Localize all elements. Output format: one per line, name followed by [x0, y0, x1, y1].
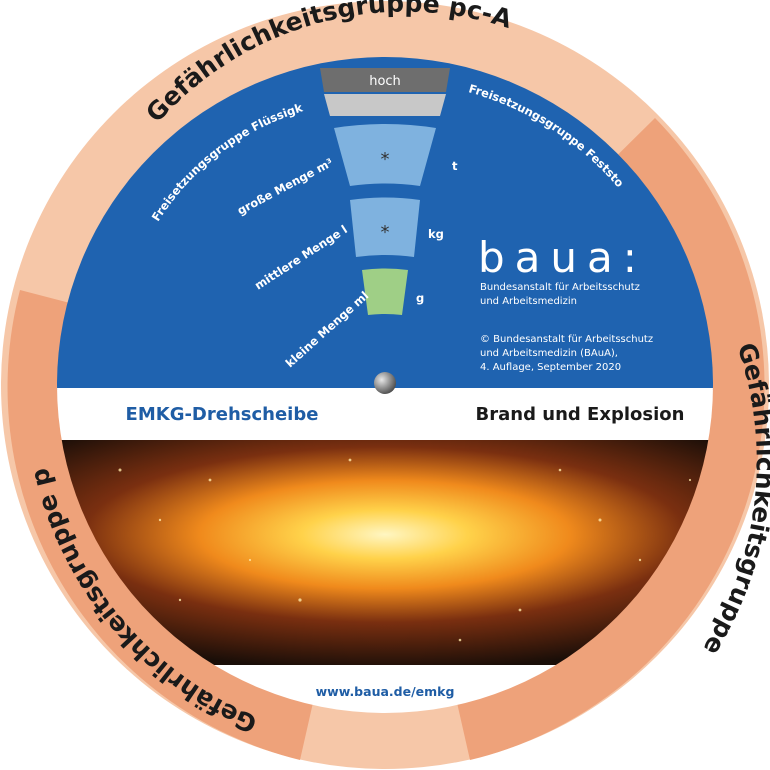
band-right-title: Brand und Explosion [476, 404, 685, 425]
explosion-photo [57, 440, 713, 665]
band-left-title: EMKG-Drehscheibe [126, 404, 319, 425]
brand-line-1: Bundesanstalt für Arbeitsschutz [480, 282, 640, 293]
brand-line-2: und Arbeitsmedizin [480, 296, 577, 307]
hoch-label: hoch [369, 74, 401, 89]
window-hoch [320, 68, 450, 92]
window-grey-cell [324, 94, 446, 116]
small-unit-label: g [416, 291, 424, 305]
footer-url[interactable]: www.baua.de/emkg [316, 684, 455, 699]
copyright-line-2: und Arbeitsmedizin (BAuA), [480, 348, 618, 359]
copyright-line-1: © Bundesanstalt für Arbeitsschutz [480, 334, 653, 345]
window-medium-cell [350, 197, 420, 257]
baua-logo: baua: [478, 233, 647, 282]
pivot-knob[interactable] [374, 372, 396, 394]
window-small-cell [362, 268, 408, 315]
star-large: * [381, 149, 390, 170]
medium-unit-label: kg [428, 227, 444, 241]
window-large-cell [334, 124, 436, 186]
star-medium: * [381, 222, 390, 243]
copyright-line-3: 4. Auflage, September 2020 [480, 362, 621, 373]
title-band [57, 388, 713, 440]
large-unit-label: t [452, 159, 458, 173]
